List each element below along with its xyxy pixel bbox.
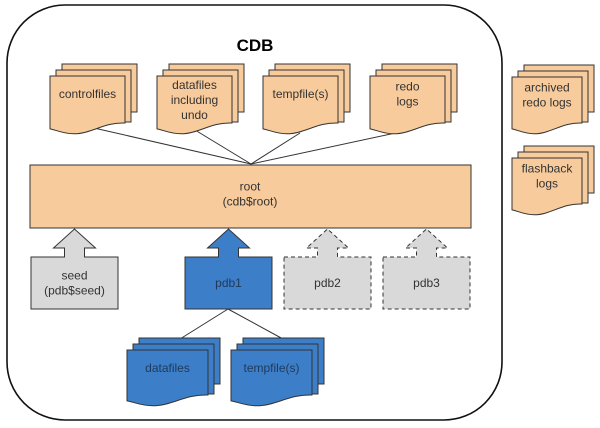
file-stack-controlfiles[interactable]: controlfiles	[49, 63, 138, 135]
container-pdb3[interactable]: pdb3	[382, 228, 471, 310]
file-document-icon	[126, 349, 209, 407]
file-document-icon	[369, 75, 446, 135]
container-pdb2[interactable]: pdb2	[283, 228, 372, 310]
connector-line	[93, 127, 252, 165]
file-document-icon	[262, 75, 339, 135]
file-label: logs	[396, 95, 418, 109]
file-label: redo logs	[522, 96, 571, 110]
file-label: logs	[536, 177, 558, 191]
file-document-icon	[230, 349, 313, 407]
file-label: flashback	[522, 162, 574, 176]
container-arrow-shape	[184, 228, 273, 310]
container-arrow-shape	[30, 228, 119, 310]
container-arrow-shape	[283, 228, 372, 310]
container-label: (pdb$seed)	[44, 284, 105, 298]
file-label: including	[171, 93, 218, 107]
container-label: pdb1	[215, 276, 242, 290]
file-document-icon	[156, 75, 233, 135]
root-label: root	[240, 180, 261, 194]
file-document-icon	[511, 76, 583, 135]
container-label: pdb2	[314, 276, 341, 290]
file-label: undo	[181, 108, 208, 122]
connector-line	[227, 308, 284, 340]
cdb-title: CDB	[237, 36, 274, 55]
connector-line	[194, 129, 252, 165]
connector-line	[179, 308, 229, 340]
container-label: seed	[61, 269, 87, 283]
file-label: tempfile(s)	[243, 361, 299, 375]
file-stack-pdb1-tempfiles[interactable]: tempfile(s)	[230, 337, 325, 407]
file-document-icon	[49, 75, 126, 135]
file-document-icon	[511, 157, 583, 216]
file-label: tempfile(s)	[272, 87, 328, 101]
connector-line	[250, 132, 301, 165]
file-label: datafiles	[172, 78, 217, 92]
file-stack-tempfiles[interactable]: tempfile(s)	[262, 63, 351, 135]
root-label: (cdb$root)	[223, 195, 278, 209]
file-label: datafiles	[145, 361, 190, 375]
root-box	[29, 164, 472, 229]
container-pdb1[interactable]: pdb1	[184, 228, 273, 310]
file-stack-pdb1-datafiles[interactable]: datafiles	[126, 337, 221, 407]
file-label: controlfiles	[59, 87, 116, 101]
container-label: pdb3	[413, 276, 440, 290]
root-container[interactable]: root(cdb$root)	[29, 164, 472, 229]
connector-line	[250, 131, 401, 165]
container-seed[interactable]: seed(pdb$seed)	[30, 228, 119, 310]
file-label: archived	[524, 81, 569, 95]
container-arrow-shape	[382, 228, 471, 310]
file-label: redo	[395, 80, 419, 94]
